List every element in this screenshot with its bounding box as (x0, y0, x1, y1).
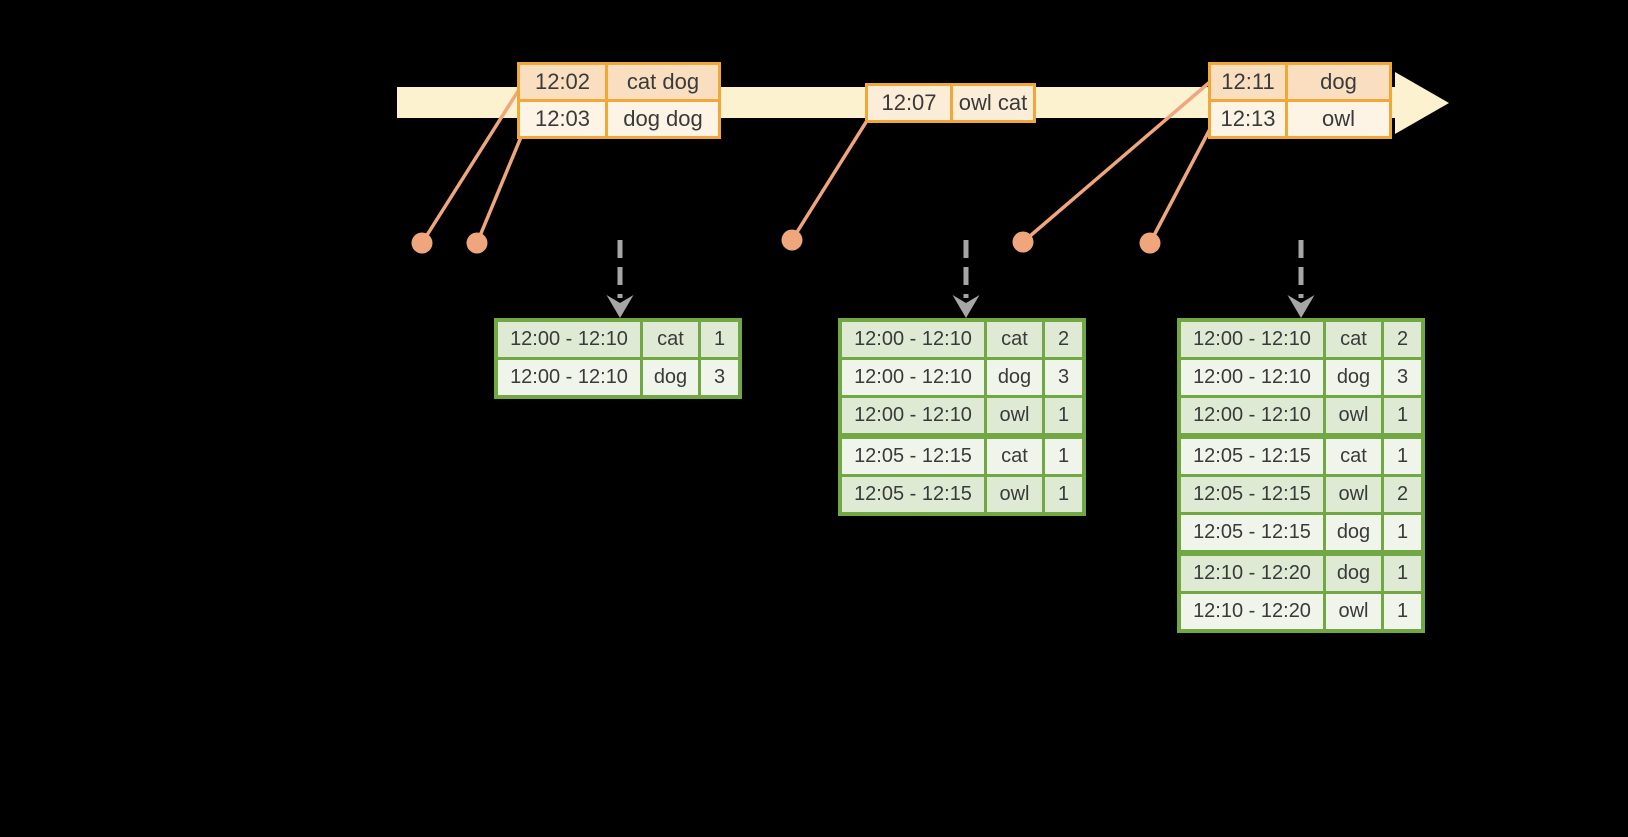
result-row: 12:00 - 12:10 dog 3 (842, 360, 1082, 395)
window-cell: 12:10 - 12:20 (1181, 594, 1323, 629)
result-row: 12:05 - 12:15 owl 1 (842, 477, 1082, 512)
result-row: 12:00 - 12:10 owl 1 (842, 398, 1082, 433)
result-row: 12:10 - 12:20 dog 1 (1181, 556, 1421, 591)
window-cell: 12:00 - 12:10 (1181, 398, 1323, 433)
result-row: 12:05 - 12:15 cat 1 (842, 439, 1082, 474)
event-time: 12:03 (520, 102, 605, 136)
word-cell: dog (987, 360, 1042, 395)
result-row: 12:05 - 12:15 dog 1 (1181, 515, 1421, 550)
result-table-1: 12:00 - 12:10 cat 1 12:00 - 12:10 dog 3 (494, 318, 742, 399)
window-cell: 12:00 - 12:10 (498, 360, 640, 395)
window-cell: 12:05 - 12:15 (842, 439, 984, 474)
word-cell: cat (643, 322, 698, 357)
result-row: 12:05 - 12:15 cat 1 (1181, 439, 1421, 474)
count-cell: 1 (1045, 477, 1082, 512)
trigger-down-arrow-icon (1287, 240, 1315, 318)
window-cell: 12:00 - 12:10 (842, 398, 984, 433)
event-table-2: 12:07 owl cat (865, 83, 1036, 123)
word-cell: cat (987, 439, 1042, 474)
event-time: 12:11 (1211, 65, 1285, 99)
word-cell: cat (987, 322, 1042, 357)
count-cell: 1 (1384, 398, 1421, 433)
window-cell: 12:05 - 12:15 (1181, 477, 1323, 512)
arrival-connector-line (790, 118, 870, 241)
event-words: dog dog (608, 102, 718, 136)
window-cell: 12:00 - 12:10 (1181, 322, 1323, 357)
count-cell: 1 (1384, 594, 1421, 629)
word-cell: cat (1326, 322, 1381, 357)
arrival-connector-line (420, 87, 522, 244)
event-table-3: 12:11 dog 12:13 owl (1208, 62, 1392, 139)
count-cell: 3 (1384, 360, 1421, 395)
count-cell: 1 (1384, 515, 1421, 550)
result-row: 12:00 - 12:10 cat 1 (498, 322, 738, 357)
arrival-connector-line (1148, 126, 1213, 244)
count-cell: 1 (1384, 556, 1421, 591)
trigger-down-arrow-icon (606, 240, 634, 318)
count-cell: 2 (1045, 322, 1082, 357)
arrival-dot-icon (466, 232, 488, 254)
trigger-down-arrow-icon (952, 240, 980, 318)
result-row: 12:00 - 12:10 dog 3 (498, 360, 738, 395)
event-time: 12:02 (520, 65, 605, 99)
arrival-dot-icon (1012, 231, 1034, 253)
event-words: cat dog (608, 65, 718, 99)
result-row: 12:05 - 12:15 owl 2 (1181, 477, 1421, 512)
word-cell: dog (643, 360, 698, 395)
event-time: 12:13 (1211, 102, 1285, 136)
trigger-arrow-head (606, 295, 634, 318)
timeline-arrowhead-icon (1395, 72, 1449, 134)
result-table-2: 12:00 - 12:10 cat 2 12:00 - 12:10 dog 3 … (838, 318, 1086, 516)
word-cell: dog (1326, 360, 1381, 395)
result-row: 12:10 - 12:20 owl 1 (1181, 594, 1421, 629)
window-cell: 12:00 - 12:10 (1181, 360, 1323, 395)
count-cell: 3 (701, 360, 738, 395)
word-cell: dog (1326, 515, 1381, 550)
event-words: dog (1288, 65, 1389, 99)
count-cell: 2 (1384, 477, 1421, 512)
event-words: owl (1288, 102, 1389, 136)
count-cell: 1 (1384, 439, 1421, 474)
event-table-1: 12:02 cat dog 12:03 dog dog (517, 62, 721, 139)
window-cell: 12:05 - 12:15 (842, 477, 984, 512)
arrival-connector-line (1021, 79, 1213, 244)
arrival-dot-icon (411, 232, 433, 254)
window-cell: 12:00 - 12:10 (842, 360, 984, 395)
window-cell: 12:10 - 12:20 (1181, 556, 1323, 591)
trigger-arrow-head (1287, 295, 1315, 318)
word-cell: owl (1326, 398, 1381, 433)
window-cell: 12:00 - 12:10 (498, 322, 640, 357)
window-cell: 12:05 - 12:15 (1181, 439, 1323, 474)
count-cell: 3 (1045, 360, 1082, 395)
count-cell: 1 (1045, 398, 1082, 433)
arrival-dot-icon (781, 229, 803, 251)
count-cell: 1 (701, 322, 738, 357)
count-cell: 2 (1384, 322, 1421, 357)
count-cell: 1 (1045, 439, 1082, 474)
event-time: 12:07 (868, 86, 950, 120)
result-table-3: 12:00 - 12:10 cat 2 12:00 - 12:10 dog 3 … (1177, 318, 1425, 633)
word-cell: cat (1326, 439, 1381, 474)
arrival-dot-icon (1139, 232, 1161, 254)
word-cell: owl (987, 477, 1042, 512)
result-row: 12:00 - 12:10 cat 2 (842, 322, 1082, 357)
result-row: 12:00 - 12:10 cat 2 (1181, 322, 1421, 357)
arrival-connector-line (475, 136, 523, 244)
event-words: owl cat (953, 86, 1033, 120)
window-cell: 12:00 - 12:10 (842, 322, 984, 357)
word-cell: owl (987, 398, 1042, 433)
word-cell: owl (1326, 594, 1381, 629)
trigger-arrow-head (952, 295, 980, 318)
result-row: 12:00 - 12:10 dog 3 (1181, 360, 1421, 395)
word-cell: owl (1326, 477, 1381, 512)
word-cell: dog (1326, 556, 1381, 591)
result-row: 12:00 - 12:10 owl 1 (1181, 398, 1421, 433)
window-cell: 12:05 - 12:15 (1181, 515, 1323, 550)
